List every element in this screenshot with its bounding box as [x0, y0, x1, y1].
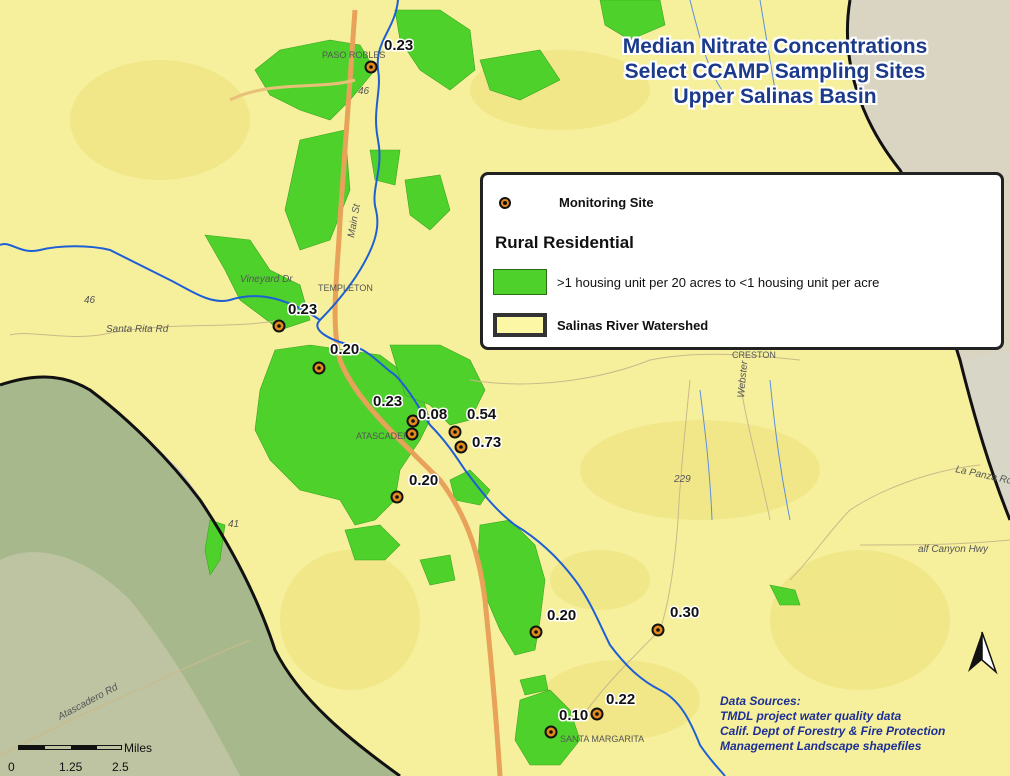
- site-value-label: 0.20: [330, 341, 359, 358]
- place-templeton: TEMPLETON: [318, 283, 373, 293]
- header-strip: [0, 0, 1010, 6]
- road-santa-rita: Santa Rita Rd: [106, 324, 169, 335]
- map-title: Median Nitrate Concentrations Select CCA…: [560, 34, 990, 109]
- monitoring-site-center: [411, 419, 415, 423]
- monitoring-sites: 0.23 0.23 0.20 0.23 0.08 0.54 0.73 0.20 0.20 0.30…: [272, 36, 701, 739]
- legend-site-label: Monitoring Site: [559, 195, 654, 210]
- monitoring-site-center: [395, 495, 399, 499]
- scale-tick-0: 0: [8, 760, 15, 774]
- monitoring-site-center: [369, 65, 373, 69]
- place-creston: CRESTON: [732, 350, 776, 360]
- site-value-label: 0.23: [288, 301, 317, 318]
- monitoring-site-center: [656, 628, 660, 632]
- highway-101: [332, 9, 503, 776]
- legend-group-heading: Rural Residential: [495, 233, 634, 252]
- site-value-label: 0.23: [373, 393, 402, 410]
- place-atascadero: ATASCADERO: [356, 431, 417, 441]
- highway-46: [229, 78, 356, 102]
- sources-line-3: Calif. Dept of Forestry & Fire Protectio…: [720, 724, 946, 738]
- salinas-river: [0, 0, 726, 776]
- watershed-boundary-west: [0, 375, 401, 776]
- map-legend: Monitoring Site Rural Residential >1 hou…: [480, 172, 1004, 350]
- residential-swatch: [493, 269, 547, 295]
- place-paso-robles: PASO ROBLES: [322, 50, 385, 60]
- monitoring-site-center: [317, 366, 321, 370]
- site-value-label: 0.30: [670, 604, 699, 621]
- data-sources: Data Sources: TMDL project water quality…: [720, 694, 945, 754]
- scale-bar-graphic: [18, 745, 122, 750]
- rural-residential-areas: [204, 0, 801, 766]
- sources-line-2: TMDL project water quality data: [720, 709, 902, 723]
- monitoring-site-center: [534, 630, 538, 634]
- scale-tick-1: 1.25: [59, 760, 83, 774]
- terrain-shading: [70, 50, 950, 740]
- terrain-east: [960, 350, 1010, 520]
- route-41-shield: 41: [228, 519, 239, 530]
- creeks: [689, 0, 791, 521]
- route-46-west-shield: 46: [84, 295, 96, 306]
- place-santa-margarita: SANTA MARGARITA: [560, 734, 644, 744]
- site-value-label: 0.73: [472, 434, 501, 451]
- title-line-2: Select CCAMP Sampling Sites: [624, 60, 926, 83]
- legend-group-row: Rural Residential: [495, 233, 634, 253]
- monitoring-site-center: [453, 430, 457, 434]
- legend-row-watershed: Salinas River Watershed: [493, 313, 708, 337]
- legend-row-site: Monitoring Site: [499, 195, 654, 210]
- route-229-shield: 229: [673, 474, 691, 485]
- scale-tick-2: 2.5: [112, 760, 129, 774]
- monitoring-site-center: [595, 712, 599, 716]
- monitoring-site-center: [459, 445, 463, 449]
- legend-residential-label: >1 housing unit per 20 acres to <1 housi…: [557, 274, 880, 290]
- title-line-3: Upper Salinas Basin: [673, 85, 877, 108]
- sources-line-1: Data Sources:: [720, 694, 801, 708]
- road-vineyard: Vineyard Dr: [240, 274, 293, 285]
- scale-unit: Miles: [124, 741, 153, 755]
- monitoring-site-center: [277, 324, 281, 328]
- legend-watershed-label: Salinas River Watershed: [557, 317, 709, 333]
- site-value-label: 0.23: [384, 37, 413, 54]
- road-calf-canyon: alf Canyon Hwy: [918, 544, 989, 555]
- route-46-shield: 46: [358, 86, 370, 97]
- site-value-label: 0.20: [547, 607, 576, 624]
- monitoring-site-center: [410, 432, 414, 436]
- monitoring-site-center: [549, 730, 553, 734]
- title-line-1: Median Nitrate Concentrations: [622, 35, 928, 58]
- terrain-west-light: [0, 552, 240, 776]
- site-value-label: 0.54: [467, 406, 497, 423]
- monitoring-site-icon: [499, 196, 511, 209]
- road-webster: Webster: [736, 360, 750, 399]
- site-value-label: 0.20: [409, 472, 438, 489]
- secondary-roads: [0, 319, 1010, 756]
- north-arrow-icon: [968, 631, 998, 675]
- site-value-label: 0.22: [606, 691, 635, 708]
- site-value-label: 0.10: [559, 707, 588, 724]
- legend-row-residential: >1 housing unit per 20 acres to <1 housi…: [493, 269, 879, 295]
- sources-line-4: Management Landscape shapefiles: [720, 739, 922, 753]
- site-value-label: 0.08: [418, 406, 447, 423]
- watershed-swatch: [493, 313, 547, 337]
